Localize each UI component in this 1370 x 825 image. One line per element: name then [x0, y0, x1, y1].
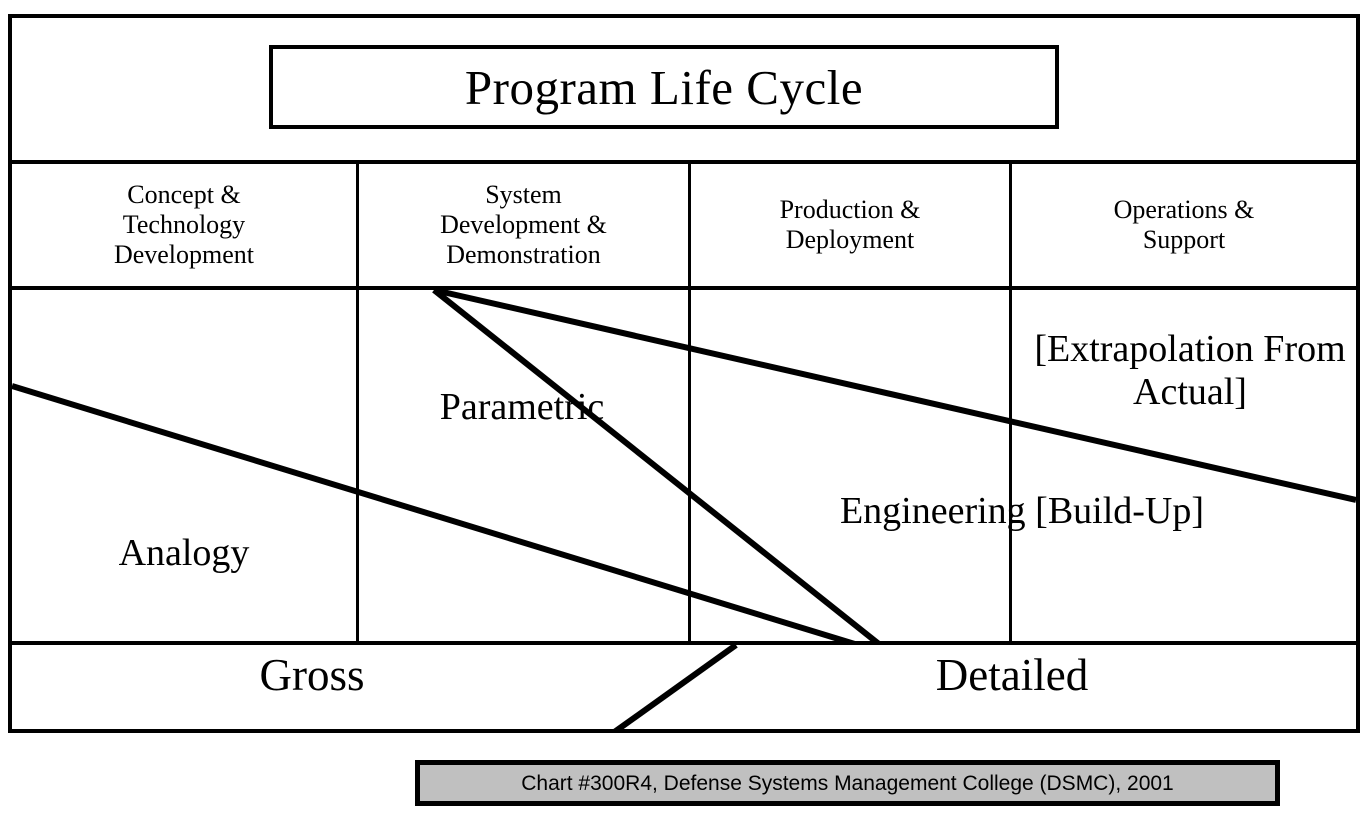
method-label-engineering: Engineering [Build-Up]	[839, 490, 1205, 532]
gross-detailed-slash	[611, 645, 738, 733]
program-life-cycle-chart: Program Life Cycle Concept & Technology …	[8, 14, 1360, 733]
phase-header-system-development-demonstration: System Development & Demonstration	[356, 164, 688, 286]
phase-label: Production & Deployment	[779, 194, 921, 254]
phase-header-concept-technology-development: Concept & Technology Development	[12, 164, 356, 286]
fidelity-label-gross: Gross	[259, 650, 365, 700]
phase-label: Operations & Support	[1113, 194, 1255, 254]
credit-text: Chart #300R4, Defense Systems Management…	[521, 771, 1174, 795]
phase-label: System Development & Demonstration	[440, 179, 607, 270]
method-column-concept-technology-development	[12, 290, 356, 641]
phase-header-production-deployment: Production & Deployment	[688, 164, 1009, 286]
title-box: Program Life Cycle	[269, 45, 1059, 129]
phase-label: Concept & Technology Development	[113, 179, 255, 270]
phase-header-row: Concept & Technology Development System …	[12, 160, 1356, 290]
page-title: Program Life Cycle	[464, 59, 864, 115]
method-column-system-development-demonstration	[356, 290, 688, 641]
method-label-extrapolation: [Extrapolation From Actual]	[1034, 328, 1346, 413]
method-label-parametric: Parametric	[439, 386, 605, 428]
credit-box: Chart #300R4, Defense Systems Management…	[415, 760, 1280, 806]
title-band: Program Life Cycle	[12, 18, 1356, 160]
method-label-analogy: Analogy	[118, 532, 250, 574]
fidelity-label-detailed: Detailed	[935, 650, 1089, 700]
method-column-production-deployment	[688, 290, 1009, 641]
estimating-method-body: Analogy Parametric Engineering [Build-Up…	[12, 290, 1356, 641]
fidelity-row: Gross Detailed	[12, 641, 1356, 733]
phase-header-operations-support: Operations & Support	[1009, 164, 1356, 286]
